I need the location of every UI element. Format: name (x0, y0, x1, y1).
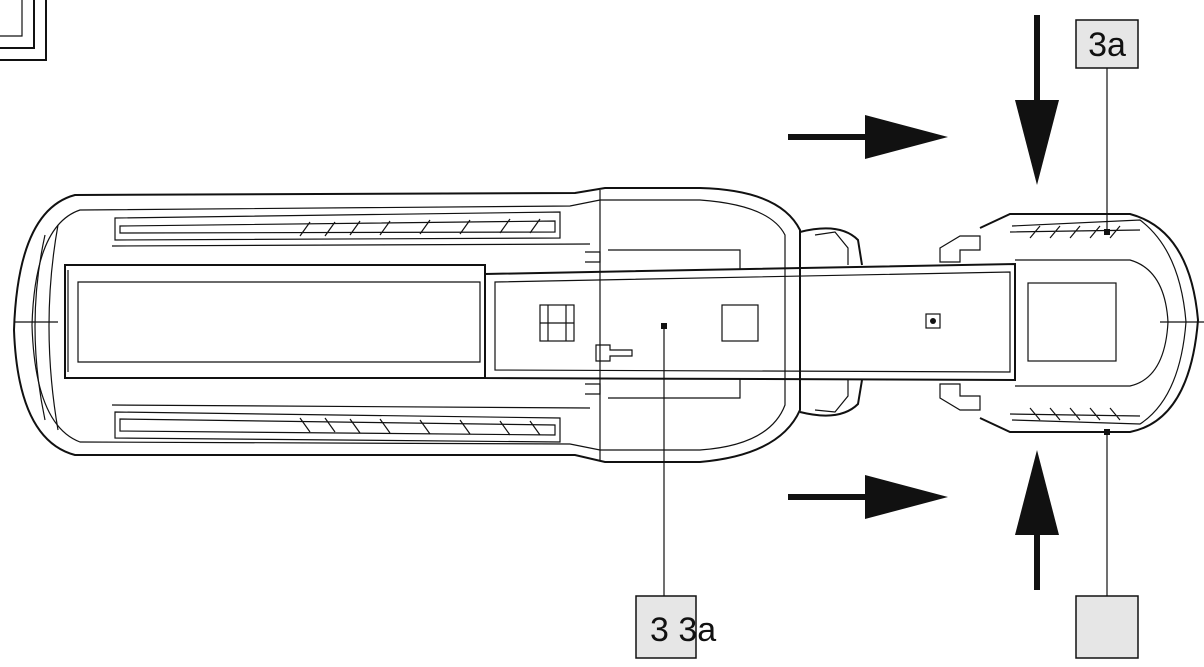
callout-top-right: 3a (1075, 19, 1139, 69)
callout-bottom-right (1075, 595, 1139, 659)
blade-shaft (484, 262, 1016, 382)
corner-frame (0, 0, 47, 61)
end-cap (939, 213, 1204, 433)
arrow-right-icon (788, 115, 948, 159)
callout-label: 3a (1088, 26, 1126, 64)
arrow-up-icon (1015, 450, 1059, 590)
tool-handle (12, 187, 863, 463)
callout-label: 3 3a (650, 611, 716, 649)
leader-lines (661, 68, 1110, 596)
arrow-down-icon (1015, 15, 1059, 185)
arrow-right-icon (788, 475, 948, 519)
callout-bottom-center: 3 3a (635, 595, 716, 659)
